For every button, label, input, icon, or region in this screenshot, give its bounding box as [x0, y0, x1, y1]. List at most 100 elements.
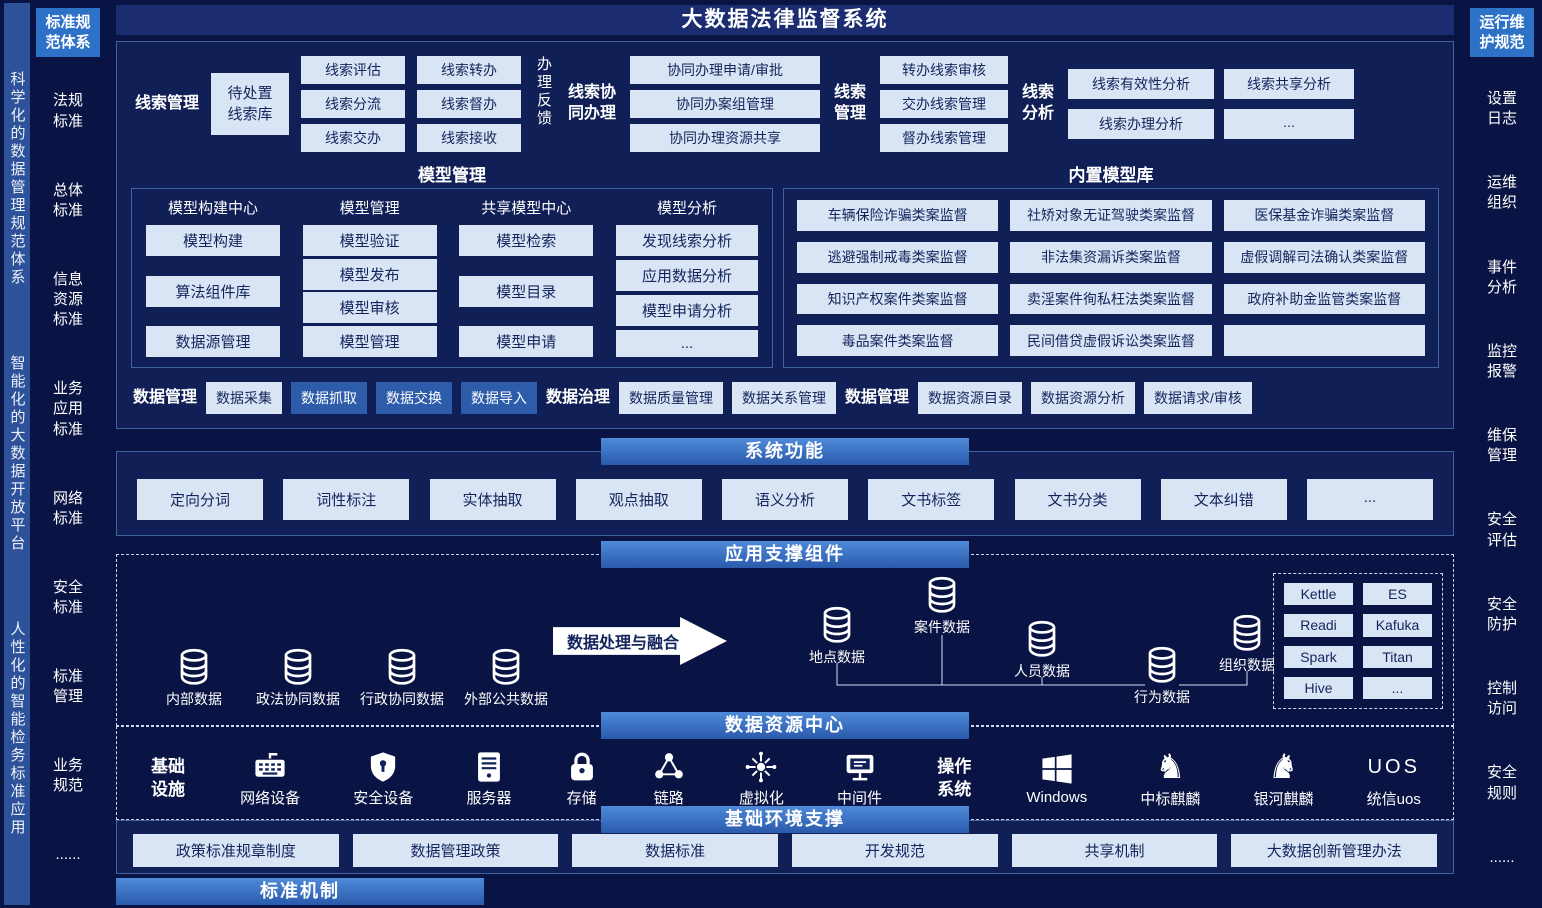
device-link: 链路 [652, 750, 686, 808]
banner-line: 人性化的智能检务标准应用 [8, 621, 26, 837]
left-sidebar: 标准规范体系 法规标准 总体标准 信息资源标准 业务应用标准 网络标准 安全标准… [30, 3, 106, 908]
device-label: 虚拟化 [738, 789, 784, 807]
model-column-header: 模型构建中心 [167, 200, 258, 217]
model-box: 数据源管理 [146, 326, 280, 357]
base-environment-bar: 基础环境支撑 [601, 806, 969, 833]
tool-box: ... [1363, 676, 1432, 699]
data-source: 政法协同数据 [253, 647, 343, 709]
left-sidebar-header: 标准规范体系 [36, 8, 100, 57]
sidebar-item-security-rules: 安全规则 [1486, 764, 1517, 802]
tool-box: Spark [1284, 645, 1353, 668]
clue-collab-column: 协同办理申请/审批 协同办案组管理 协同办理资源共享 [630, 56, 821, 152]
model-column-header: 模型管理 [339, 200, 400, 217]
clue-box: 协同办理资源共享 [630, 124, 821, 152]
clue-box: 线索转办 [417, 56, 522, 84]
os-neokylin: ♞ 中标麒麟 [1140, 749, 1200, 809]
lock-icon [569, 752, 595, 782]
policy-box: 数据管理政策 [352, 833, 559, 867]
database-icon [1148, 646, 1176, 683]
clue-manage-label: 线索管理 [135, 94, 200, 112]
model-analysis-column: 模型分析 发现线索分析 应用数据分析 模型申请分析 ... [615, 197, 758, 357]
clue-box: 线索督办 [417, 90, 522, 118]
builtin-model-box: 知识产权案件类案监督 [797, 283, 999, 315]
system-functions-bar: 系统功能 [601, 438, 969, 465]
tool-components-box: Kettle ES Readi Kafuka Spark Titan Hive … [1273, 573, 1443, 709]
model-box: 模型申请分析 [615, 295, 758, 326]
fused-data-label: 案件数据 [914, 619, 970, 635]
builtin-model-panel: 内置模型库 车辆保险诈骗类案监督 社矫对象无证驾驶类案监督 医保基金诈骗类案监督… [783, 164, 1439, 368]
function-box: 文本纠错 [1160, 479, 1287, 520]
infrastructure-row: 基础设施 网络设备 安全设备 服务器 存储 [127, 744, 1443, 813]
data-source-label: 行政协同数据 [360, 691, 444, 707]
fused-data-node: 人员数据 [1002, 619, 1082, 681]
policy-box: 共享机制 [1011, 833, 1218, 867]
function-box: 观点抽取 [575, 479, 702, 520]
main-diagram: 大数据法律监督系统 线索管理 待处置线索库 线索评估 线索分流 线索交办 线索转… [116, 5, 1454, 908]
os-label: 统信uos [1366, 790, 1421, 808]
model-box: 应用数据分析 [615, 260, 758, 291]
app-support-panel: 应用支撑组件 内部数据 政法协同数据 行政协同数据 [116, 541, 1454, 726]
database-icon [928, 576, 956, 613]
device-label: 网络设备 [240, 789, 301, 807]
device-security: 安全设备 [353, 750, 413, 808]
device-label: 服务器 [466, 789, 512, 807]
sidebar-item-business-spec: 业务规范 [52, 757, 83, 795]
database-icon [1028, 620, 1056, 657]
sidebar-item-laws: 法规标准 [52, 92, 83, 130]
model-section-row: 模型管理 模型构建中心 模型构建 算法组件库 数据源管理 模型管理 [131, 164, 1439, 368]
keyboard-icon [254, 752, 286, 778]
sidebar-item-security-assess: 安全评估 [1486, 511, 1517, 549]
fused-data-label: 人员数据 [1014, 663, 1070, 679]
clue-collab-label: 线索协同办理 [568, 84, 617, 122]
database-icon [823, 606, 851, 643]
model-box: 模型构建 [146, 225, 280, 256]
data-fusion-arrow: 数据处理与融合 [553, 617, 727, 665]
galaxy-kylin-logo-icon: ♞ [1268, 747, 1299, 786]
data-box: 数据请求/审核 [1144, 382, 1252, 414]
tool-box: Hive [1284, 676, 1353, 699]
clue-model-data-panel: 线索管理 待处置线索库 线索评估 线索分流 线索交办 线索转办 线索督办 线索接… [116, 41, 1454, 429]
os-galaxy-kylin: ♞ 银河麒麟 [1253, 747, 1314, 809]
model-box: 模型管理 [302, 325, 437, 357]
monitor-icon [844, 753, 875, 780]
clue-column-1: 线索评估 线索分流 线索交办 [301, 56, 406, 152]
function-box: 词性标注 [283, 479, 410, 520]
fused-data-node: 地点数据 [797, 605, 877, 667]
clue-box: 线索共享分析 [1224, 69, 1355, 99]
device-storage: 存储 [565, 750, 599, 808]
model-column-items: 模型检索 模型目录 模型申请 [459, 225, 594, 357]
sidebar-item-network: 网络标准 [52, 489, 83, 527]
clue-box: 线索评估 [301, 56, 406, 84]
data-management-row: 数据管理 数据采集 数据抓取 数据交换 数据导入 数据治理 数据质量管理 数据关… [131, 382, 1439, 414]
model-manage-column: 模型管理 模型验证 模型发布 模型审核 模型管理 [302, 197, 437, 357]
feedback-vertical-label: 办理反馈 [535, 56, 553, 128]
tool-box: Titan [1363, 645, 1432, 668]
builtin-model-box: 非法集资漏诉类案监督 [1010, 241, 1212, 273]
model-management-panel: 模型管理 模型构建中心 模型构建 算法组件库 数据源管理 模型管理 [131, 164, 773, 368]
fused-data-node: 案件数据 [902, 575, 982, 637]
os-label: 中标麒麟 [1140, 790, 1201, 808]
database-icon [388, 648, 416, 685]
model-section-title: 模型管理 [418, 166, 486, 185]
data-box: 数据资源目录 [918, 382, 1023, 414]
data-resource-center-bar: 数据资源中心 [601, 712, 969, 739]
os-label: 银河麒麟 [1253, 790, 1314, 808]
database-icon [284, 648, 312, 685]
right-sidebar-items: 设置日志 运维组织 事件分析 监控报警 维保管理 安全评估 安全防护 控制访问 … [1462, 57, 1542, 908]
data-box: 数据关系管理 [732, 382, 837, 414]
tool-box: Kettle [1284, 583, 1353, 606]
data-box-blue: 数据导入 [461, 382, 538, 414]
model-column-items: 模型验证 模型发布 模型审核 模型管理 [302, 225, 437, 357]
fused-data-node: 组织数据 [1207, 613, 1287, 675]
left-sidebar-items: 法规标准 总体标准 信息资源标准 业务应用标准 网络标准 安全标准 标准管理 业… [30, 57, 106, 908]
left-vertical-banner: 科学化的数据管理规范体系 智能化的大数据开放平台 人性化的智能检务标准应用 [4, 3, 30, 905]
clue-box: 线索有效性分析 [1068, 69, 1215, 99]
clue-column-2: 线索转办 线索督办 线索接收 [417, 56, 522, 152]
standard-mechanism-bar: 标准机制 [116, 878, 484, 905]
policy-box: 大数据创新管理办法 [1231, 833, 1438, 867]
device-middleware: 中间件 [837, 750, 882, 808]
sidebar-item-ellipsis: ...... [55, 846, 81, 864]
builtin-model-box-empty [1223, 325, 1425, 356]
device-server: 服务器 [466, 750, 511, 808]
